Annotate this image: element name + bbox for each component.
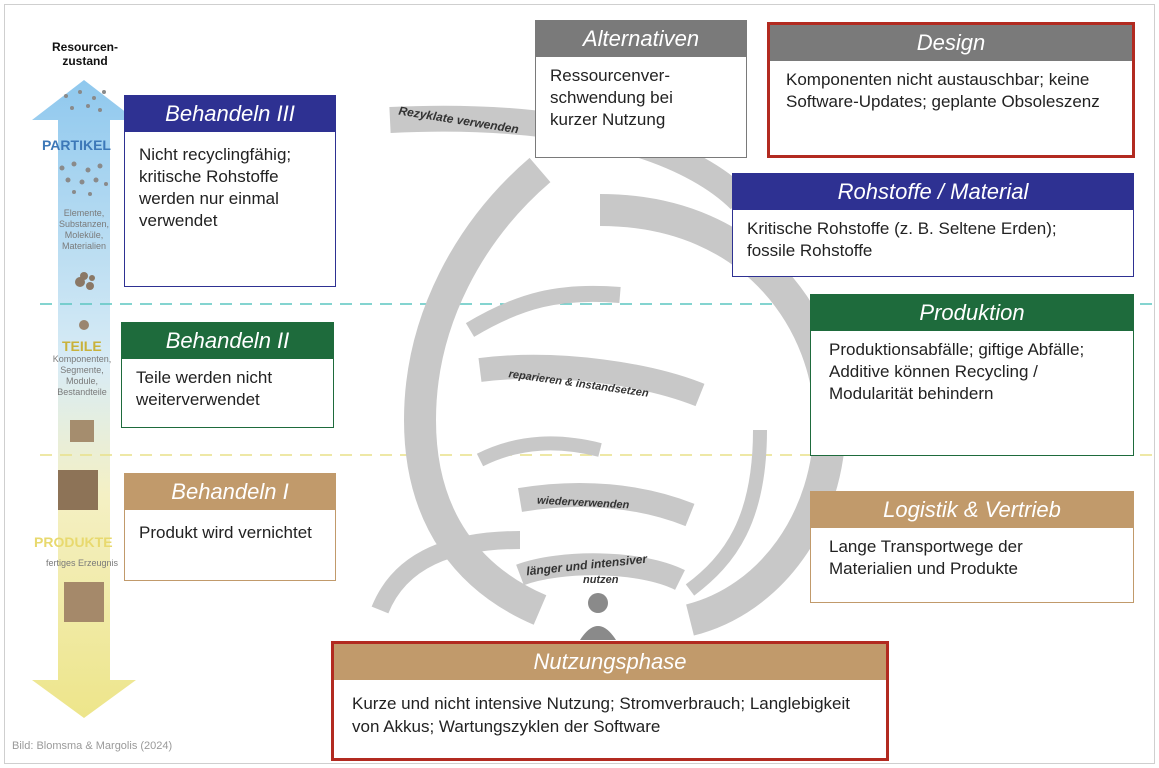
card-title: Nutzungsphase <box>334 644 886 680</box>
card-rohstoffe: Rohstoffe / Material Kritische Rohstoffe… <box>732 173 1134 277</box>
card-text: Komponenten nicht austauschbar; keine So… <box>786 70 1100 111</box>
card-nutzungsphase: Nutzungsphase Kurze und nicht intensive … <box>331 641 889 761</box>
card-behandeln-2: Behandeln II Teile werden nicht weiterve… <box>121 322 334 428</box>
card-title: Produktion <box>811 295 1133 331</box>
partikel-label: PARTIKEL <box>42 137 111 153</box>
teile-description: Komponenten, Segmente, Module, Bestandte… <box>52 354 112 397</box>
card-title: Behandeln III <box>125 96 335 132</box>
card-text: Nicht recyclingfähig; kritische Rohstoff… <box>139 145 292 230</box>
card-logistik: Logistik & Vertrieb Lange Transportwege … <box>810 491 1134 603</box>
card-alternativen: Alternativen Ressourcenver-schwendung be… <box>535 20 747 158</box>
card-behandeln-3: Behandeln III Nicht recyclingfähig; krit… <box>124 95 336 287</box>
card-text: Produkt wird vernichtet <box>139 523 312 542</box>
card-design: Design Komponenten nicht austauschbar; k… <box>767 22 1135 158</box>
card-text: Teile werden nicht weiterverwendet <box>136 368 273 409</box>
produkte-description: fertiges Erzeugnis <box>45 558 119 568</box>
card-text: Kritische Rohstoffe (z. B. Seltene Erden… <box>747 219 1057 260</box>
particle-dots <box>59 90 108 196</box>
teile-label: TEILE <box>62 338 102 354</box>
user-figure-icon <box>580 593 616 640</box>
image-credit: Bild: Blomsma & Margolis (2024) <box>12 740 173 752</box>
card-behandeln-1: Behandeln I Produkt wird vernichtet <box>124 473 336 581</box>
produkte-label: PRODUKTE <box>34 534 113 550</box>
card-text: Produktionsabfälle; giftige Abfälle; Add… <box>829 340 1085 403</box>
card-title: Rohstoffe / Material <box>733 174 1133 210</box>
card-title: Behandeln I <box>125 474 335 510</box>
cycle-label-use: nutzen <box>583 574 619 586</box>
card-text: Ressourcenver-schwendung bei kurzer Nutz… <box>550 66 673 129</box>
resource-axis-arrow <box>32 80 136 718</box>
axis-title: Resourcen- zustand <box>51 40 119 68</box>
card-text: Kurze und nicht intensive Nutzung; Strom… <box>352 694 851 736</box>
card-title: Logistik & Vertrieb <box>811 492 1133 528</box>
partikel-description: Elemente, Substanzen, Moleküle, Material… <box>58 208 110 251</box>
card-title: Behandeln II <box>122 323 333 359</box>
card-text: Lange Transportwege der Materialien und … <box>829 537 1023 578</box>
part-icons <box>58 320 104 622</box>
card-title: Alternativen <box>536 21 746 57</box>
card-produktion: Produktion Produktionsabfälle; giftige A… <box>810 294 1134 456</box>
card-title: Design <box>770 25 1132 61</box>
material-cluster <box>75 272 95 290</box>
